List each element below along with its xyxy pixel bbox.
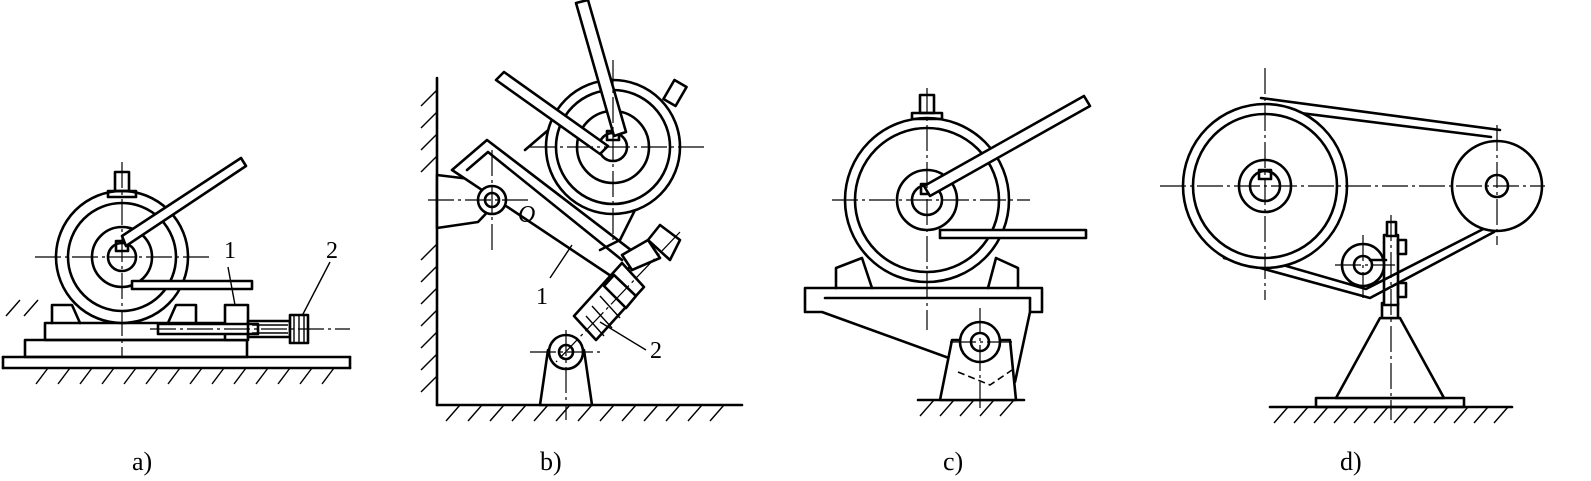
panel-b-label-O: O (518, 202, 535, 228)
panel-d-drawing (1160, 68, 1545, 424)
panel-d-caption: d) (1340, 447, 1362, 476)
panel-a-drawing (1, 156, 352, 385)
panel-a-ground-hatch (5, 299, 335, 385)
panel-b-caption: b) (540, 447, 562, 476)
panel-a-label-1: 1 (224, 238, 236, 264)
panel-c-ground-hatch (919, 399, 1015, 417)
panel-c-drawing (803, 88, 1092, 417)
panel-d-ground-hatch (1273, 406, 1509, 424)
panel-b-drawing (420, 0, 744, 422)
panel-a-label-2: 2 (326, 238, 338, 264)
panel-b-wall-hatch (420, 89, 725, 422)
panel-b-label-2: 2 (650, 338, 662, 364)
panel-b-label-1: 1 (536, 284, 548, 310)
panel-c-caption: c) (943, 447, 963, 476)
panel-a-caption: a) (132, 447, 152, 476)
